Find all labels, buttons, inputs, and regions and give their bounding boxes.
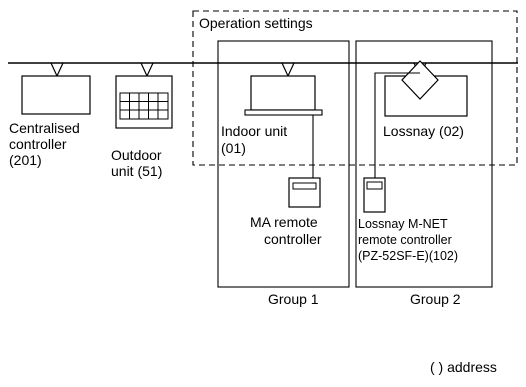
indoor-unit-connector: [281, 62, 295, 78]
centralised-controller-icon: [21, 75, 91, 115]
outdoor-unit: Outdoor unit (51): [111, 62, 173, 179]
indoor-unit-label: Indoor unit: [221, 123, 287, 139]
lossnay-remote-controller-icon: [363, 177, 386, 213]
lossnay-remote-controller-screen: [366, 181, 383, 190]
lossnay-label: Lossnay (02): [383, 123, 464, 139]
centralised-controller: Centralised controller (201): [9, 62, 91, 168]
centralised-controller-address: (201): [9, 152, 42, 168]
centralised-controller-label-1: Centralised: [9, 120, 80, 136]
lossnay: Lossnay (02): [374, 60, 468, 178]
ma-remote-controller-screen: [292, 182, 317, 190]
indoor-unit-address: (01): [221, 140, 246, 156]
ma-remote-controller-icon: [288, 177, 321, 208]
lossnay-remote-controller-label-3: (PZ-52SF-E)(102): [358, 249, 458, 263]
lossnay-remote-controller-label-1: Lossnay M-NET: [358, 217, 448, 231]
ma-remote-controller-label-2: controller: [264, 231, 322, 247]
group2-box: [355, 40, 493, 288]
indoor-unit: Indoor unit (01): [221, 62, 323, 178]
lossnay-remote-controller: Lossnay M-NET remote controller (PZ-52SF…: [358, 177, 458, 263]
group2-label: Group 2: [410, 291, 461, 307]
lossnay-remote-controller-label-2: remote controller: [358, 233, 452, 247]
operation-settings-label: Operation settings: [199, 15, 313, 31]
indoor-unit-icon: [250, 75, 316, 111]
group1-box: [217, 40, 350, 288]
centralised-controller-label-2: controller: [9, 136, 67, 152]
lossnay-core: [401, 60, 439, 100]
centralised-controller-connector: [50, 62, 64, 78]
address-legend: ( ) address: [430, 359, 497, 375]
group1-label: Group 1: [268, 291, 319, 307]
outdoor-unit-label-1: Outdoor: [111, 147, 162, 163]
lossnay-remote-wire: [374, 72, 420, 178]
indoor-unit-panel: [244, 109, 323, 116]
outdoor-unit-grille: [119, 92, 169, 120]
outdoor-unit-connector: [140, 62, 154, 78]
operation-settings-frame: [192, 10, 518, 166]
outdoor-unit-label-2: unit (51): [111, 163, 162, 179]
ma-remote-controller: MA remote controller: [250, 177, 322, 247]
ma-remote-controller-label-1: MA remote: [250, 214, 318, 230]
